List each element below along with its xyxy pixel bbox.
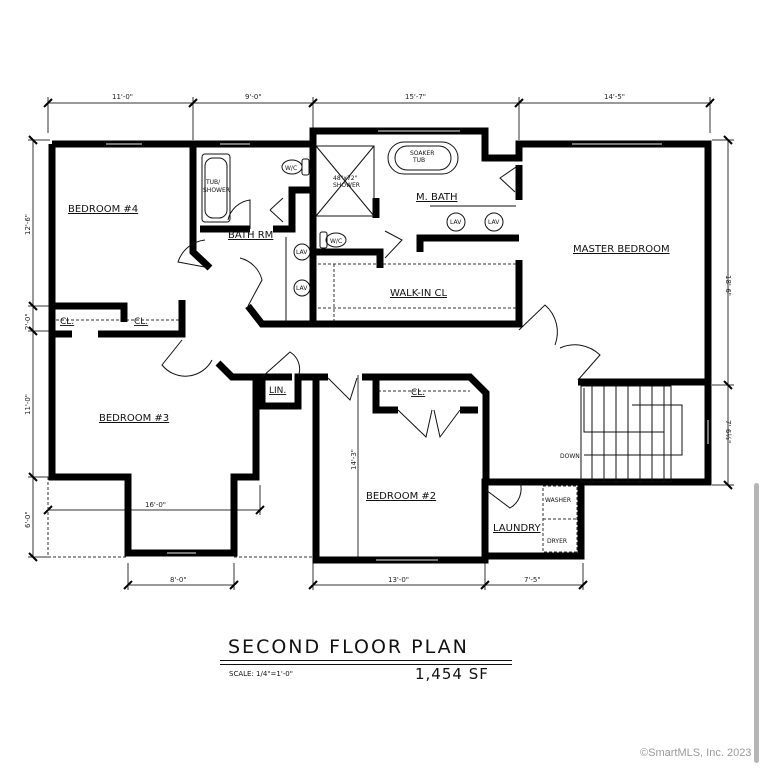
fixture-tub-shower-2: SHOWER (203, 187, 230, 194)
room-m-bath: M. BATH (416, 192, 458, 203)
staircase (580, 385, 683, 483)
fixture-shower-2: SHOWER (333, 182, 360, 189)
room-bath-rm: BATH RM (228, 230, 273, 241)
fixture-washer: WASHER (545, 497, 571, 504)
fixture-soaker-tub-1: SOAKER (410, 150, 434, 157)
stairs-down-label: DOWN (560, 453, 580, 460)
dim-bedroom3-width: 16'-0" (145, 501, 166, 509)
dim-right-2: 7'-6½" (724, 420, 732, 443)
dim-left-1: 12'-6" (24, 214, 32, 235)
fixture-dryer: DRYER (547, 538, 567, 545)
room-bedroom-2-closet: CL. (411, 388, 425, 398)
fixture-wc-2: W/C (330, 238, 342, 245)
dim-top-3: 15'-7" (405, 93, 426, 101)
fixture-tub-shower-1: TUB/ (205, 179, 221, 186)
room-laundry: LAUNDRY (493, 523, 541, 534)
room-bedroom-2: BEDROOM #2 (366, 491, 436, 502)
windows (106, 130, 709, 561)
plan-area: 1,454 SF (415, 665, 489, 683)
plan-title: SECOND FLOOR PLAN (228, 636, 469, 658)
dimension-lines (28, 97, 734, 590)
room-linen: LIN. (269, 386, 286, 396)
fixture-lav-1: LAV (296, 249, 308, 256)
dashed-guides (47, 263, 578, 558)
copyright-watermark: ©SmartMLS, Inc. 2023 (640, 747, 752, 759)
dim-top-4: 14'-5" (604, 93, 625, 101)
fixture-lav-2: LAV (296, 285, 308, 292)
fixture-lav-3: LAV (450, 219, 462, 226)
dim-left-4: 6'-0" (24, 511, 32, 528)
dimension-ticks (28, 98, 733, 590)
room-closet-left: CL. (60, 317, 74, 327)
fixtures (201, 141, 516, 322)
plan-scale: SCALE: 1/4"=1'-0" (229, 670, 293, 678)
dim-bottom-2: 13'-0" (388, 576, 409, 584)
title-underline (220, 660, 512, 665)
dim-bottom-1: 8'-0" (170, 576, 187, 584)
dim-bottom-3: 7'-5" (524, 576, 541, 584)
dim-left-3: 11'-0" (24, 394, 32, 415)
room-walk-in-closet: WALK-IN CL (390, 288, 447, 299)
door-swings (161, 164, 601, 509)
room-master-bedroom: MASTER BEDROOM (573, 244, 670, 255)
dim-left-2: 2'-0" (24, 313, 32, 330)
dim-top-2: 9'-0" (245, 93, 262, 101)
room-closet-right: CL. (134, 317, 148, 327)
dim-right-1: 18'-6" (724, 275, 732, 296)
fixture-wc-1: W/C (285, 165, 297, 172)
dim-top-1: 11'-0" (112, 93, 133, 101)
dim-bedroom2-depth: 14'-3" (350, 449, 358, 470)
fixture-shower-1: 48"x72" (333, 175, 358, 182)
fixture-soaker-tub-2: TUB (412, 157, 425, 164)
room-bedroom-4: BEDROOM #4 (68, 204, 138, 215)
room-bedroom-3: BEDROOM #3 (99, 413, 169, 424)
fixture-lav-4: LAV (488, 219, 500, 226)
vertical-scrollbar[interactable] (754, 483, 759, 763)
